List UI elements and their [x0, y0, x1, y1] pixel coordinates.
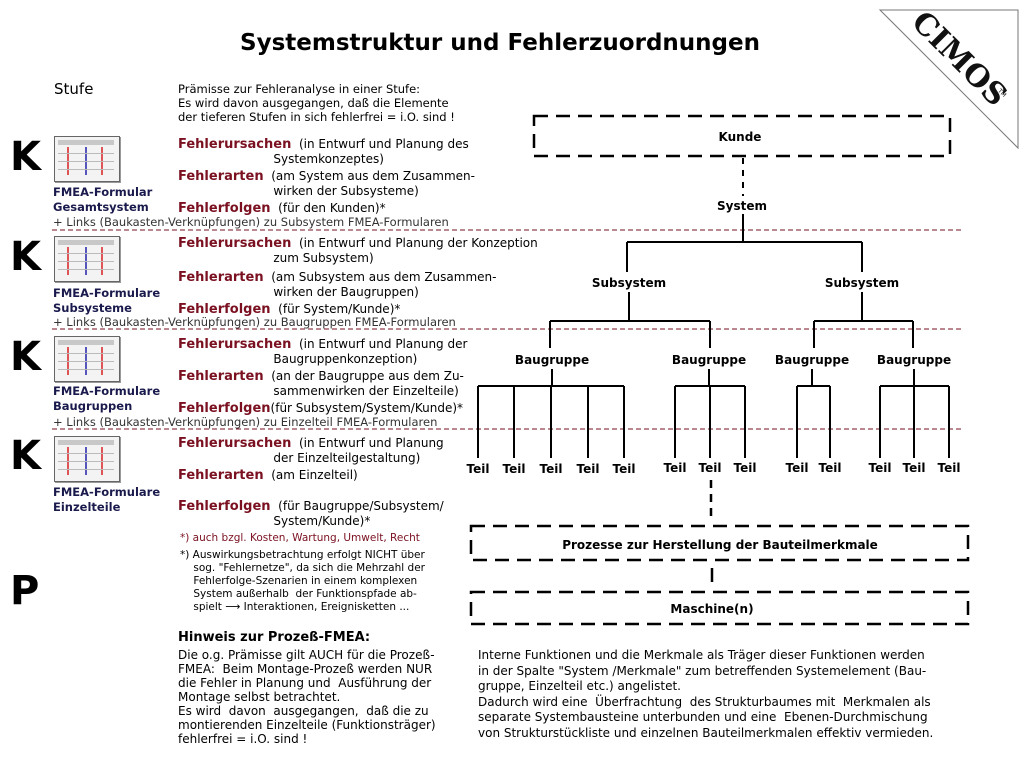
teil-label: Teil: [903, 461, 926, 475]
teil-label: Teil: [540, 462, 563, 476]
teil-label: Teil: [869, 461, 892, 475]
baugruppe-label: Baugruppe: [775, 353, 849, 367]
teil-label: Teil: [699, 461, 722, 475]
teil-label: Teil: [734, 461, 757, 475]
baugruppe-label: Baugruppe: [877, 353, 951, 367]
subsystem-label: Subsystem: [592, 276, 666, 290]
subsystem-label: Subsystem: [825, 276, 899, 290]
teil-label: Teil: [503, 462, 526, 476]
teil-label: Teil: [664, 461, 687, 475]
machine-label: Maschine(n): [670, 602, 753, 616]
teil-label: Teil: [577, 462, 600, 476]
teil-label: Teil: [938, 461, 961, 475]
baugruppe-label: Baugruppe: [515, 353, 589, 367]
teil-label: Teil: [467, 462, 490, 476]
system-label: System: [717, 199, 767, 213]
process-label: Prozesse zur Herstellung der Bauteilmerk…: [562, 538, 878, 552]
teil-label: Teil: [786, 461, 809, 475]
teil-label: Teil: [613, 462, 636, 476]
teil-label: Teil: [819, 461, 842, 475]
info-text: Interne Funktionen und die Merkmale als …: [478, 648, 933, 741]
kunde-label: Kunde: [719, 130, 762, 144]
baugruppe-label: Baugruppe: [672, 353, 746, 367]
